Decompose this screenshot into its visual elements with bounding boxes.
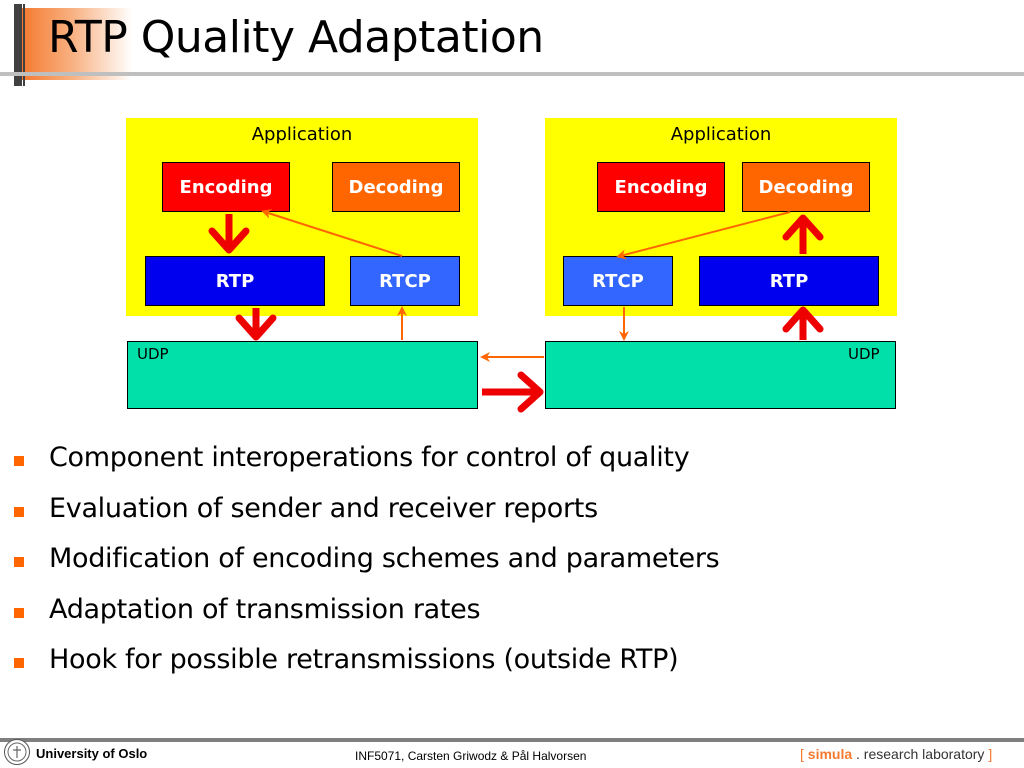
right-application-label: Application bbox=[670, 124, 772, 145]
university-seal-icon bbox=[4, 739, 30, 765]
left-rtp-box: RTP bbox=[145, 256, 325, 306]
udp-data-arrow bbox=[482, 371, 544, 413]
right-rtcp-box: RTCP bbox=[563, 256, 673, 306]
footer-lab-bracket-close: ] bbox=[988, 746, 993, 762]
bullet-text: Modification of encoding schemes and par… bbox=[49, 543, 720, 574]
left-udp-box bbox=[127, 341, 478, 409]
bullet-marker bbox=[14, 506, 24, 517]
footer-rule bbox=[0, 738, 1024, 742]
title-bar bbox=[14, 4, 22, 86]
title-rule bbox=[0, 72, 1024, 76]
footer-lab-logo: [ simula . research laboratory ] bbox=[800, 746, 992, 762]
bullet-text: Component interoperations for control of… bbox=[49, 442, 690, 473]
footer-lab-rest: . research laboratory bbox=[856, 746, 985, 762]
left-encoding-box: Encoding bbox=[162, 162, 290, 212]
bullet-marker bbox=[14, 658, 24, 668]
page-title: RTP Quality Adaptation bbox=[48, 12, 544, 63]
right-rtp-box: RTP bbox=[699, 256, 879, 306]
right-udp-label: UDP bbox=[848, 345, 880, 363]
bullet-marker bbox=[14, 456, 24, 466]
right-encoding-box: Encoding bbox=[597, 162, 725, 212]
footer-lab-simula: simula bbox=[807, 746, 853, 762]
left-decoding-box: Decoding bbox=[332, 162, 460, 212]
footer-university: University of Oslo bbox=[36, 746, 148, 761]
bullet-text: Evaluation of sender and receiver report… bbox=[49, 492, 598, 524]
footer-course: INF5071, Carsten Griwodz & Pål Halvorsen bbox=[355, 749, 587, 763]
title-bar-thin bbox=[23, 4, 25, 86]
title-accent bbox=[22, 8, 132, 80]
bullet-marker bbox=[14, 557, 24, 567]
bullet-marker bbox=[14, 607, 24, 618]
left-rtcp-box: RTCP bbox=[350, 256, 460, 306]
bullet-text: Adaptation of transmission rates bbox=[49, 593, 481, 625]
right-decoding-box: Decoding bbox=[742, 162, 870, 212]
right-udp-box bbox=[545, 341, 896, 409]
left-application-label: Application bbox=[251, 124, 353, 145]
footer-lab-bracket-open: [ bbox=[800, 746, 804, 762]
bullet-text: Hook for possible retransmissions (outsi… bbox=[49, 644, 679, 675]
left-udp-label: UDP bbox=[137, 345, 169, 363]
